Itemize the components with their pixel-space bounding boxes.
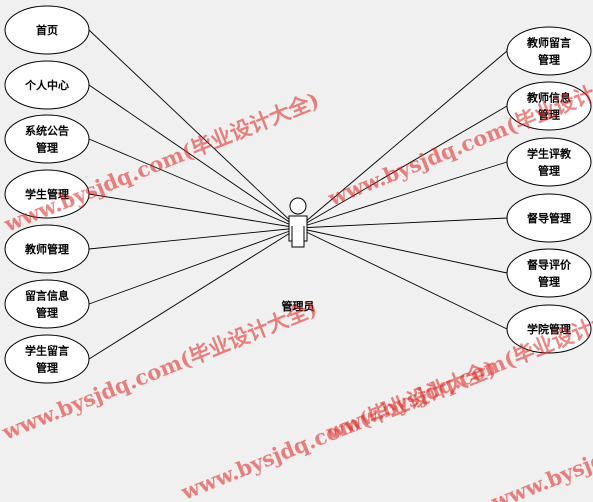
use-case-ellipse: [4, 279, 90, 329]
association-line: [297, 105, 508, 229]
use-case-label: 教师信息: [526, 91, 571, 105]
use-case-label: 教师留言: [526, 36, 571, 50]
association-line: [88, 227, 299, 250]
watermark-layer: www.bysjdq.com(毕业设计大全)www.bysjdq.com(毕业设…: [0, 61, 593, 502]
use-case-label: 教师管理: [24, 242, 69, 256]
use-case-ellipse: [506, 193, 592, 243]
use-case-label: 学生留言: [25, 344, 69, 358]
association-line: [297, 227, 508, 330]
use-case-ellipse: [506, 81, 592, 131]
actor-body-icon: [288, 215, 308, 248]
use-case-ellipse: [4, 5, 90, 55]
association-line: [88, 29, 299, 229]
actor-label: 管理员: [282, 299, 315, 313]
use-case: 首页: [4, 5, 90, 55]
use-case-label: 管理: [36, 306, 58, 320]
use-case: 学院管理: [506, 304, 592, 354]
association-line: [297, 217, 508, 229]
use-case-label: 管理: [36, 141, 58, 155]
use-case-label: 管理: [36, 361, 58, 375]
use-case-label: 管理: [538, 275, 560, 289]
use-case-ellipse: [4, 169, 90, 219]
use-case: 个人中心: [4, 60, 90, 110]
use-case: 督导管理: [506, 193, 592, 243]
use-case-ellipse: [506, 26, 592, 76]
use-case-label: 督导管理: [527, 211, 571, 225]
association-line: [88, 138, 299, 229]
use-case-label: 个人中心: [24, 78, 69, 92]
actor: 管理员: [282, 197, 315, 313]
use-case-nodes: 首页个人中心系统公告管理学生管理教师管理留言信息管理学生留言管理教师留言管理教师…: [4, 5, 592, 384]
use-case: 学生管理: [4, 169, 90, 219]
use-case-label: 管理: [538, 164, 560, 178]
use-case-label: 管理: [538, 53, 560, 67]
use-case-ellipse: [4, 60, 90, 110]
association-line: [88, 227, 299, 360]
use-case-label: 学生评教: [527, 147, 572, 161]
use-case-ellipse: [4, 334, 90, 384]
use-case-ellipse: [4, 114, 90, 164]
association-line: [297, 161, 508, 229]
use-case-label: 首页: [36, 23, 58, 37]
use-case-label: 督导评价: [527, 258, 572, 272]
use-case-label: 留言信息: [25, 289, 69, 303]
association-line: [297, 227, 508, 274]
association-lines: [88, 29, 508, 360]
association-line: [88, 193, 299, 229]
association-line: [297, 50, 508, 229]
watermark-text: www.bysjdq.com(毕业设计大全): [177, 355, 500, 502]
use-case-label: 系统公告: [25, 124, 69, 138]
actor-head-icon: [289, 197, 307, 215]
association-line: [88, 227, 299, 305]
use-case-ellipse: [506, 304, 592, 354]
use-case-ellipse: [506, 248, 592, 298]
use-case: 教师管理: [4, 224, 90, 274]
use-case-label: 学生管理: [25, 187, 69, 201]
use-case-ellipse: [4, 224, 90, 274]
use-case-ellipse: [506, 137, 592, 187]
use-case-label: 学院管理: [527, 322, 571, 336]
use-case-label: 管理: [538, 108, 560, 122]
watermark-text: www.bysjdq.com(毕业设计大全): [487, 365, 593, 502]
association-line: [88, 84, 299, 229]
